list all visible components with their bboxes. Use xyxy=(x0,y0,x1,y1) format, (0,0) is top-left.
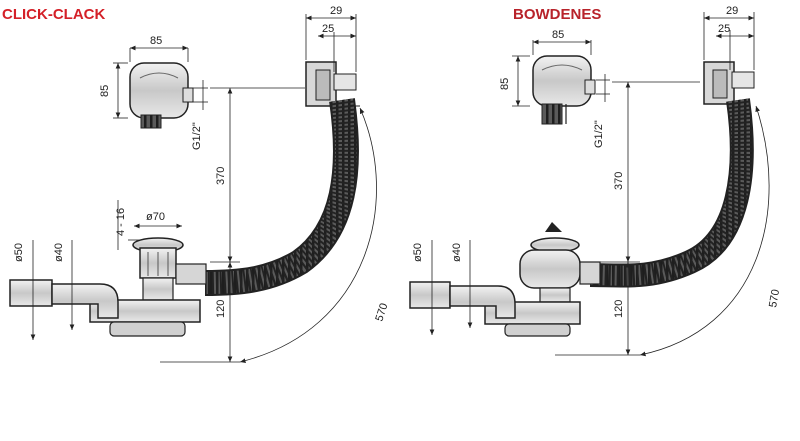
left-dim-85-width: 85 xyxy=(150,35,162,47)
left-flex-hose xyxy=(204,98,359,296)
right-dim-85-width: 85 xyxy=(552,29,564,41)
right-dim-25: 25 xyxy=(718,23,730,35)
right-dimensions xyxy=(429,12,770,357)
right-dim-120: 120 xyxy=(613,300,625,318)
left-dim-570: 570 xyxy=(373,302,390,323)
left-dim-370: 370 xyxy=(215,167,227,185)
left-dim-29: 29 xyxy=(330,5,342,17)
left-dim-d70: ø70 xyxy=(146,211,165,223)
left-dim-d50: ø50 xyxy=(13,243,25,262)
left-dim-85-height: 85 xyxy=(99,85,111,97)
right-overflow-side xyxy=(703,61,755,105)
left-dim-d40: ø40 xyxy=(53,243,65,262)
right-waste-body xyxy=(484,222,601,337)
right-dim-d50: ø50 xyxy=(412,243,424,262)
right-dim-85-height: 85 xyxy=(499,78,511,90)
left-overflow-head xyxy=(129,62,194,129)
right-dim-570: 570 xyxy=(767,288,782,308)
left-dim-25: 25 xyxy=(322,23,334,35)
left-dim-g12: G1/2" xyxy=(191,122,203,150)
right-overflow-head xyxy=(532,55,596,125)
left-overflow-side xyxy=(305,61,360,107)
right-dim-29: 29 xyxy=(726,5,738,17)
left-dim-4-16: 4 - 16 xyxy=(115,208,127,236)
left-assembly: 85 85 G1/2" 29 25 370 120 570 ø50 ø40 4 … xyxy=(9,5,391,363)
left-outlet-pipe xyxy=(9,279,119,319)
left-dim-120: 120 xyxy=(215,300,227,318)
right-dim-d40: ø40 xyxy=(451,243,463,262)
click-clack-title: CLICK-CLACK xyxy=(2,6,106,23)
right-dim-g12: G1/2" xyxy=(593,120,605,148)
right-assembly: 85 85 G1/2" 29 25 370 120 570 ø50 ø40 xyxy=(409,5,782,357)
bowdenes-title: BOWDENES xyxy=(513,6,602,23)
left-dimensions xyxy=(30,14,377,363)
right-dim-370: 370 xyxy=(613,172,625,190)
right-outlet-pipe xyxy=(409,281,516,319)
